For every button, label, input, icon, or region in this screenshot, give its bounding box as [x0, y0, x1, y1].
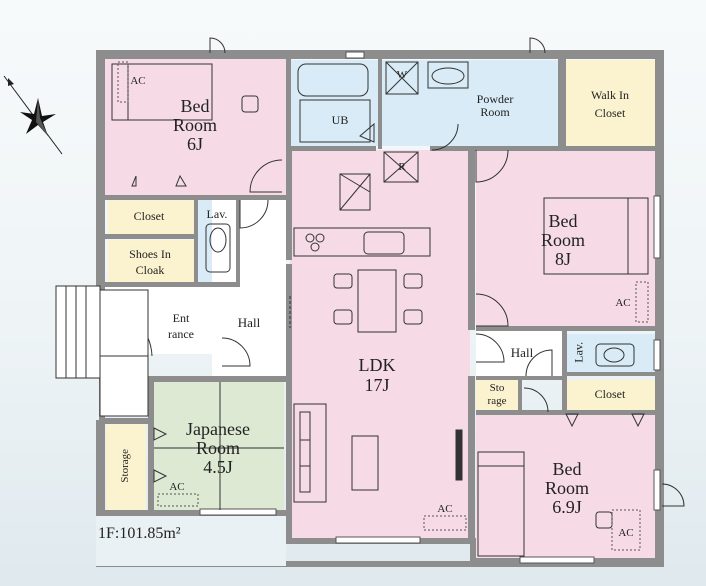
washer-mark: W — [396, 69, 408, 81]
closet-right[interactable] — [566, 380, 656, 410]
ac-label-bed6: AC — [130, 75, 146, 87]
japanese-room-size: 4.5J — [203, 457, 233, 477]
compass — [0, 70, 70, 160]
hall-right-label: Hall — [510, 345, 534, 360]
closet-right-label: Closet — [594, 387, 626, 401]
bedroom-6-9j-size: 6.9J — [552, 497, 582, 517]
ac-label-bed69: AC — [618, 527, 634, 539]
storage-right[interactable] — [476, 380, 518, 410]
shoes-in-cloak[interactable] — [108, 240, 194, 282]
hall-left[interactable] — [212, 200, 286, 376]
closet-left-label: Closet — [133, 209, 165, 223]
ldk[interactable] — [290, 150, 470, 540]
japanese-room[interactable] — [152, 380, 284, 512]
ac-label-bed8: AC — [615, 297, 631, 309]
bedroom-6j[interactable] — [104, 57, 286, 195]
bedroom-8j[interactable] — [476, 150, 656, 326]
walk-in-closet-label: Walk In Closet — [590, 88, 630, 120]
lavatory-left-label: Lav. — [206, 207, 228, 221]
entrance-label: Ent rance — [168, 311, 194, 342]
hall-left-label: Hall — [237, 315, 261, 330]
bedroom-6-9j[interactable] — [476, 414, 656, 560]
storage-left-label: Storage — [119, 448, 132, 483]
compass-star-icon — [3, 75, 63, 155]
ub-label: UB — [331, 113, 349, 127]
walk-in-closet[interactable] — [566, 60, 656, 146]
powder-room[interactable] — [382, 60, 558, 146]
lavatory-right-label: Lav. — [571, 341, 586, 363]
fridge-mark: R — [398, 161, 406, 173]
outside-area — [96, 516, 286, 566]
bedroom-6j-size: 6J — [186, 134, 203, 154]
storage-right-label: Sto rage — [487, 382, 507, 408]
ac-label-japanese: AC — [169, 481, 185, 493]
bedroom-8j-size: 8J — [554, 249, 571, 269]
ldk-size: 17J — [364, 375, 390, 395]
shoes-in-cloak-label: Shoes In Cloak — [129, 247, 171, 278]
bedroom-8j-label: Bed Room — [540, 211, 585, 250]
ac-label-ldk: AC — [437, 503, 453, 515]
floor-area-label: 1F:101.85m² — [98, 525, 181, 542]
bedroom-6j-label: Bed Room — [172, 96, 217, 135]
storage-left[interactable] — [106, 424, 146, 510]
ldk-label: LDK — [358, 355, 396, 375]
closet-left[interactable] — [108, 200, 194, 234]
unit-bath[interactable] — [290, 60, 378, 146]
powder-room-label: Powder Room — [476, 92, 514, 119]
bedroom-6-9j-label: Bed Room — [544, 459, 589, 498]
japanese-room-label: Japanese Room — [186, 419, 250, 458]
